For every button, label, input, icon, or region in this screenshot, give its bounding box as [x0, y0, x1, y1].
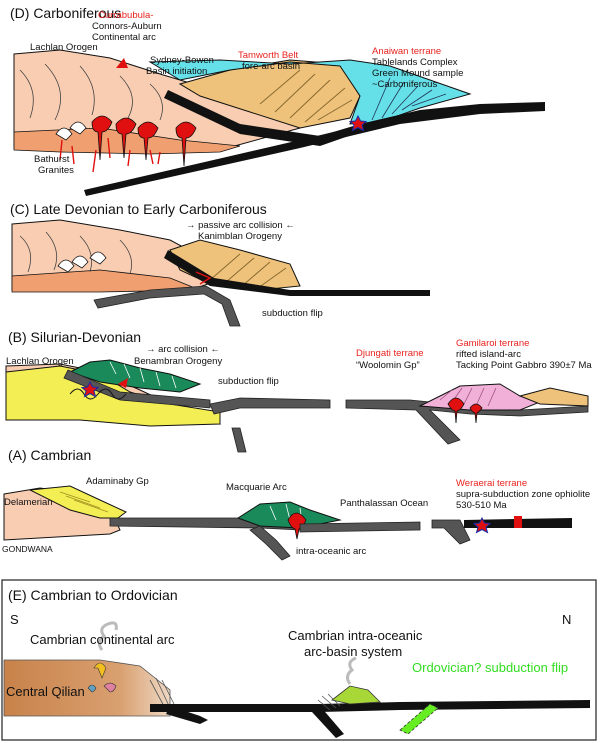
- panel-c-folds: [19, 231, 133, 275]
- ordovician-flip-label: Ordovician? subduction flip: [412, 660, 568, 675]
- panel-b-detached-slab: [231, 427, 247, 453]
- panel-c: (C) Late Devonian to Early Carboniferous…: [10, 201, 430, 327]
- fore-arc-label: fore-arc basin: [242, 61, 300, 72]
- basin-initiation-label: Basin initiation: [146, 66, 207, 77]
- panel-e-flip-slab: [399, 703, 439, 735]
- kanimblan-label: Kanimblan Orogeny: [198, 231, 282, 242]
- sydney-bowen-label: Sydney-Bowen: [150, 55, 214, 66]
- continental-arc-label: Continental arc: [92, 32, 156, 43]
- panel-a: (A) Cambrian Delamerian Adaminaby Gp GON…: [2, 447, 590, 561]
- panel-b-sample-star: [80, 380, 100, 398]
- panel-a-red-block: [514, 516, 522, 528]
- woolomin-label: “Woolomin Gp”: [356, 360, 420, 371]
- granites-label: Granites: [38, 165, 74, 176]
- panel-b-slab: [63, 369, 211, 409]
- panel-b-basin: [518, 387, 589, 407]
- macquarie-label: Macquarie Arc: [226, 482, 287, 493]
- panel-b: (B) Silurian-Devonian Lachlan Orogen → a…: [5, 329, 592, 453]
- panel-d-slab: [164, 90, 545, 146]
- subduction-flip-c-label: subduction flip: [262, 308, 323, 319]
- adaminaby-label: Adaminaby Gp: [86, 476, 149, 487]
- panel-a-ocean-plate: [299, 521, 421, 533]
- panel-c-domes: [57, 251, 107, 273]
- panel-b-plutons: [447, 397, 483, 424]
- intra-oceanic-label: intra-oceanic arc: [296, 546, 366, 557]
- panel-d-folds: [19, 63, 163, 121]
- delamerian-label: Delamerian: [4, 497, 53, 508]
- age-label: 530-510 Ma: [456, 500, 507, 511]
- panthalassan-label: Panthalassan Ocean: [340, 498, 428, 509]
- panel-b-red-marker: [118, 378, 128, 388]
- gamilaroi-label: Gamilaroi terrane: [456, 338, 529, 349]
- intra-oceanic-1-label: Cambrian intra-oceanic: [288, 628, 423, 643]
- subduction-flip-b-label: subduction flip: [218, 376, 279, 387]
- tamworth-belt-label: Tamworth Belt: [238, 50, 299, 61]
- panel-e-smoke-left: [97, 621, 118, 651]
- green-mound-label: Green Mound sample: [372, 68, 463, 79]
- panel-a-right-plate: [431, 519, 471, 545]
- benambran-label: Benambran Orogeny: [134, 356, 222, 367]
- panel-d-domes: [55, 121, 87, 141]
- north-label: N: [562, 612, 571, 627]
- intra-oceanic-2-label: arc-basin system: [304, 644, 402, 659]
- anaiwan-label: Anaiwan terrane: [372, 46, 441, 57]
- arc-collision-label: → arc collision ←: [146, 344, 220, 355]
- panel-e-green-arc: [331, 685, 381, 705]
- panel-a-subducting-slab: [249, 525, 291, 561]
- connors-auburn-label: Connors-Auburn: [92, 21, 162, 32]
- tablelands-label: Tablelands Complex: [372, 57, 458, 68]
- bathurst-label: Bathurst: [34, 154, 70, 165]
- central-qilian-block: [3, 659, 171, 717]
- panel-e-left-slab: [166, 706, 208, 724]
- panel-d: (D) Carboniferous Lachlan Orogen Currabu…: [10, 5, 545, 196]
- panel-e-smoke-right: [345, 656, 357, 685]
- supra-label: supra-subduction zone ophiolite: [456, 489, 590, 500]
- panel-e: (E) Cambrian to Ordovician S N Cambrian …: [1, 579, 597, 741]
- panel-b-rift-lines: [439, 387, 497, 407]
- panel-e-mid-slab: [312, 706, 344, 738]
- panel-d-sample-star: [348, 114, 368, 132]
- panel-c-title: (C) Late Devonian to Early Carboniferous: [10, 201, 267, 217]
- panel-a-sample-star: [472, 516, 492, 534]
- panel-b-wavy-line: [69, 388, 127, 400]
- panel-d-accretion-lines: [371, 77, 447, 121]
- south-label: S: [10, 612, 19, 627]
- panel-b-arc-ridges: [109, 361, 177, 389]
- panel-d-plutons: [91, 115, 197, 167]
- panel-b-title: (B) Silurian-Devonian: [8, 329, 141, 345]
- panel-b-ocean-plate: [209, 397, 331, 415]
- gondwana-label: GONDWANA: [2, 544, 53, 554]
- panel-a-title: (A) Cambrian: [8, 447, 91, 463]
- currabubula-label: Currabubula-: [98, 10, 153, 21]
- weraerai-label: Weraerai terrane: [456, 478, 527, 489]
- carboniferous-label: ~Carboniferous: [372, 79, 437, 90]
- passive-arc-label: → passive arc collision ←: [186, 220, 295, 231]
- panel-c-thrust-lines: [209, 253, 287, 289]
- tacking-point-label: Tacking Point Gabbro 390±7 Ma: [456, 360, 592, 371]
- lachlan-orogen-b: Lachlan Orogen: [6, 356, 74, 367]
- panel-d-title: (D) Carboniferous: [10, 5, 121, 21]
- panel-c-slab: [164, 250, 430, 296]
- panel-d-thrust-lines: [259, 69, 353, 123]
- panel-e-title: (E) Cambrian to Ordovician: [8, 587, 178, 603]
- rifted-arc-label: rifted island-arc: [456, 349, 521, 360]
- panel-d-arc-marker: [116, 58, 128, 68]
- panel-e-arc-magma: [87, 662, 117, 693]
- djungati-label: Djungati terrane: [356, 348, 424, 359]
- panel-a-hatch: [59, 491, 109, 513]
- panel-e-main-plate: [150, 700, 590, 712]
- lachlan-orogen-d: Lachlan Orogen: [30, 42, 98, 53]
- panel-c-detached-slab: [93, 285, 241, 327]
- panel-d-dikes: [59, 137, 161, 173]
- central-qilian-label: Central Qilian: [6, 684, 85, 699]
- panel-c-red-marker: [195, 271, 212, 285]
- cambrian-continental-label: Cambrian continental arc: [30, 632, 175, 647]
